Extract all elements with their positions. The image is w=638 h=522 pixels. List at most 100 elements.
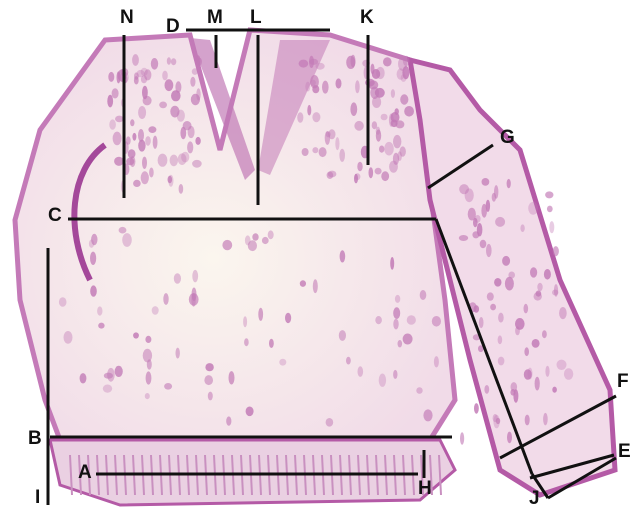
- nucleus: [495, 217, 505, 227]
- nucleus: [316, 63, 325, 70]
- nucleus: [545, 366, 549, 377]
- nucleus: [326, 418, 334, 427]
- nucleus: [391, 120, 398, 128]
- nucleus: [170, 155, 178, 167]
- nucleus: [390, 257, 394, 270]
- nucleus: [171, 58, 176, 65]
- nucleus: [122, 233, 132, 247]
- nucleus: [130, 119, 134, 126]
- nucleus: [375, 316, 382, 324]
- nucleus: [164, 383, 172, 390]
- nucleus: [148, 126, 156, 133]
- nucleus: [176, 348, 180, 359]
- nucleus: [195, 137, 200, 145]
- nucleus: [553, 246, 559, 256]
- nucleus: [163, 293, 168, 305]
- nucleus: [351, 55, 356, 68]
- nucleus: [222, 240, 232, 250]
- nucleus: [142, 157, 147, 169]
- nucleus: [369, 167, 374, 178]
- nucleus: [285, 313, 291, 323]
- nucleus: [196, 88, 200, 100]
- nucleus: [542, 330, 547, 338]
- nucleus: [307, 105, 311, 116]
- nucleus: [403, 56, 410, 66]
- nucleus: [381, 114, 388, 121]
- nucleus: [393, 135, 401, 148]
- nucleus: [525, 415, 530, 426]
- nucleus: [153, 136, 158, 149]
- nucleus: [543, 413, 548, 425]
- nucleus: [300, 280, 306, 287]
- nucleus: [536, 291, 542, 297]
- label-M: M: [207, 8, 223, 27]
- label-F: F: [617, 372, 629, 391]
- nucleus: [246, 407, 254, 417]
- label-B: B: [28, 429, 42, 448]
- nucleus: [299, 60, 309, 68]
- nucleus: [152, 306, 159, 315]
- nucleus: [391, 89, 395, 98]
- nucleus: [502, 256, 510, 266]
- nucleus: [524, 347, 529, 356]
- main-tissue-body: [15, 30, 455, 445]
- nucleus: [134, 76, 139, 84]
- nucleus: [549, 221, 554, 233]
- nucleus: [279, 359, 286, 366]
- nucleus: [508, 272, 515, 279]
- nucleus: [507, 179, 511, 188]
- nucleus: [350, 102, 357, 116]
- nucleus: [393, 307, 400, 319]
- nucleus: [132, 133, 136, 141]
- nucleus: [97, 306, 102, 315]
- nucleus: [557, 360, 567, 370]
- nucleus: [371, 64, 375, 75]
- nucleus: [107, 368, 115, 382]
- nucleus: [402, 66, 409, 79]
- nucleus: [141, 171, 149, 184]
- nucleus: [432, 316, 441, 327]
- nucleus: [115, 116, 124, 123]
- nucleus: [545, 191, 553, 198]
- nucleus: [468, 208, 476, 221]
- nucleus: [520, 224, 524, 232]
- nucleus: [459, 235, 468, 241]
- nucleus: [90, 285, 97, 296]
- nucleus: [189, 293, 199, 306]
- nucleus: [115, 366, 123, 377]
- nucleus: [507, 432, 512, 444]
- nucleus: [528, 202, 538, 215]
- nucleus: [151, 58, 158, 70]
- nucleus: [487, 292, 494, 300]
- nucleus: [114, 157, 124, 166]
- nucleus: [208, 392, 213, 401]
- nucleus: [325, 131, 330, 145]
- nucleus: [376, 67, 385, 79]
- nucleus: [358, 366, 364, 377]
- nucleus: [192, 270, 198, 282]
- nucleus: [379, 146, 384, 153]
- nucleus: [340, 250, 346, 262]
- nucleus: [252, 233, 258, 240]
- nucleus: [479, 317, 484, 328]
- nucleus: [398, 340, 403, 347]
- nucleus: [465, 188, 474, 202]
- nucleus: [480, 240, 487, 248]
- nucleus: [90, 252, 96, 265]
- nucleus: [145, 393, 150, 399]
- nucleus: [258, 308, 263, 321]
- nucleus: [552, 290, 558, 296]
- nucleus: [407, 315, 416, 325]
- nucleus: [379, 374, 386, 387]
- nucleus: [113, 132, 122, 146]
- nucleus: [354, 121, 363, 131]
- nucleus: [64, 331, 73, 344]
- nucleus: [472, 231, 479, 238]
- nucleus: [355, 80, 360, 93]
- nucleus: [416, 387, 422, 394]
- nucleus: [524, 369, 532, 380]
- nucleus: [532, 339, 540, 348]
- nucleus: [262, 237, 269, 244]
- nucleus: [312, 147, 318, 153]
- nucleus: [355, 173, 361, 180]
